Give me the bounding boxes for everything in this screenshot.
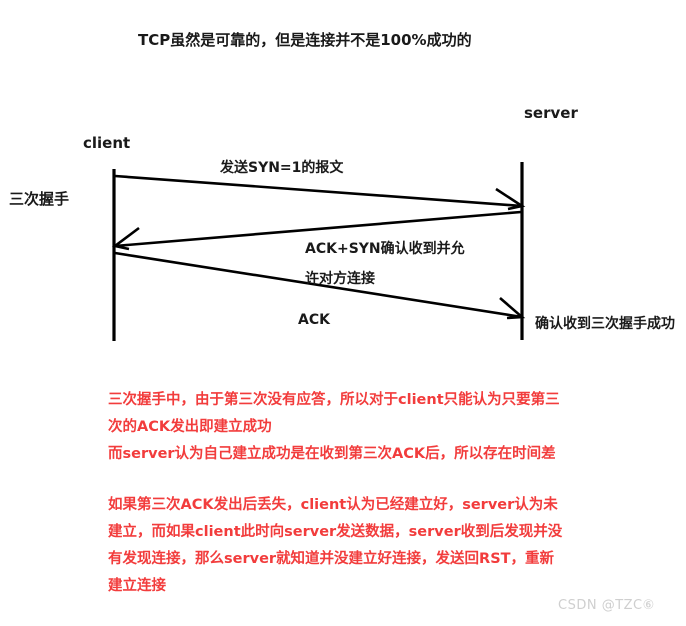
message-label-ack-syn-line1: ACK+SYN确认收到并允 [305, 241, 465, 257]
message-label-ack: ACK [298, 312, 330, 328]
message-label-syn: 发送SYN=1的报文 [220, 160, 344, 176]
explanation-block-1: 三次握手中，由于第三次没有应答，所以对于client只能认为只要第三 次的ACK… [108, 387, 578, 468]
explanation-line: 有发现连接，那么server就知道并没建立好连接，发送回RST，重新 [108, 551, 555, 567]
message-label-ack-syn-line2: 许对方连接 [305, 271, 375, 287]
explanation-line: 建立，而如果client此时向server发送数据，server收到后发现并没 [108, 524, 563, 540]
client-lifeline-label: client [83, 134, 131, 152]
arrow-head-syn [495, 187, 526, 211]
explanation-block-2: 如果第三次ACK发出后丢失，client认为已经建立好，server认为未 建立… [108, 492, 578, 600]
server-lifeline-label: server [524, 104, 578, 122]
page-title: TCP虽然是可靠的，但是连接并不是100%成功的 [138, 31, 472, 49]
message-arrow-syn [114, 174, 523, 208]
message-arrow-ack [114, 251, 523, 319]
csdn-watermark: CSDN @TZC⑥ [558, 598, 655, 613]
server-confirmation-note: 确认收到三次握手成功 [535, 316, 675, 332]
explanation-line: 三次握手中，由于第三次没有应答，所以对于client只能认为只要第三 [108, 392, 560, 408]
message-arrow-ack-syn [114, 210, 522, 248]
explanation-line: 建立连接 [108, 578, 166, 594]
arrow-head-ack [499, 297, 526, 320]
arrow-head-ack-syn [111, 226, 140, 251]
handshake-section-label: 三次握手 [9, 190, 70, 208]
explanation-line: 次的ACK发出即建立成功 [108, 419, 272, 435]
explanation-line: 如果第三次ACK发出后丢失，client认为已经建立好，server认为未 [108, 497, 558, 513]
explanation-line: 而server认为自己建立成功是在收到第三次ACK后，所以存在时间差 [108, 446, 556, 462]
